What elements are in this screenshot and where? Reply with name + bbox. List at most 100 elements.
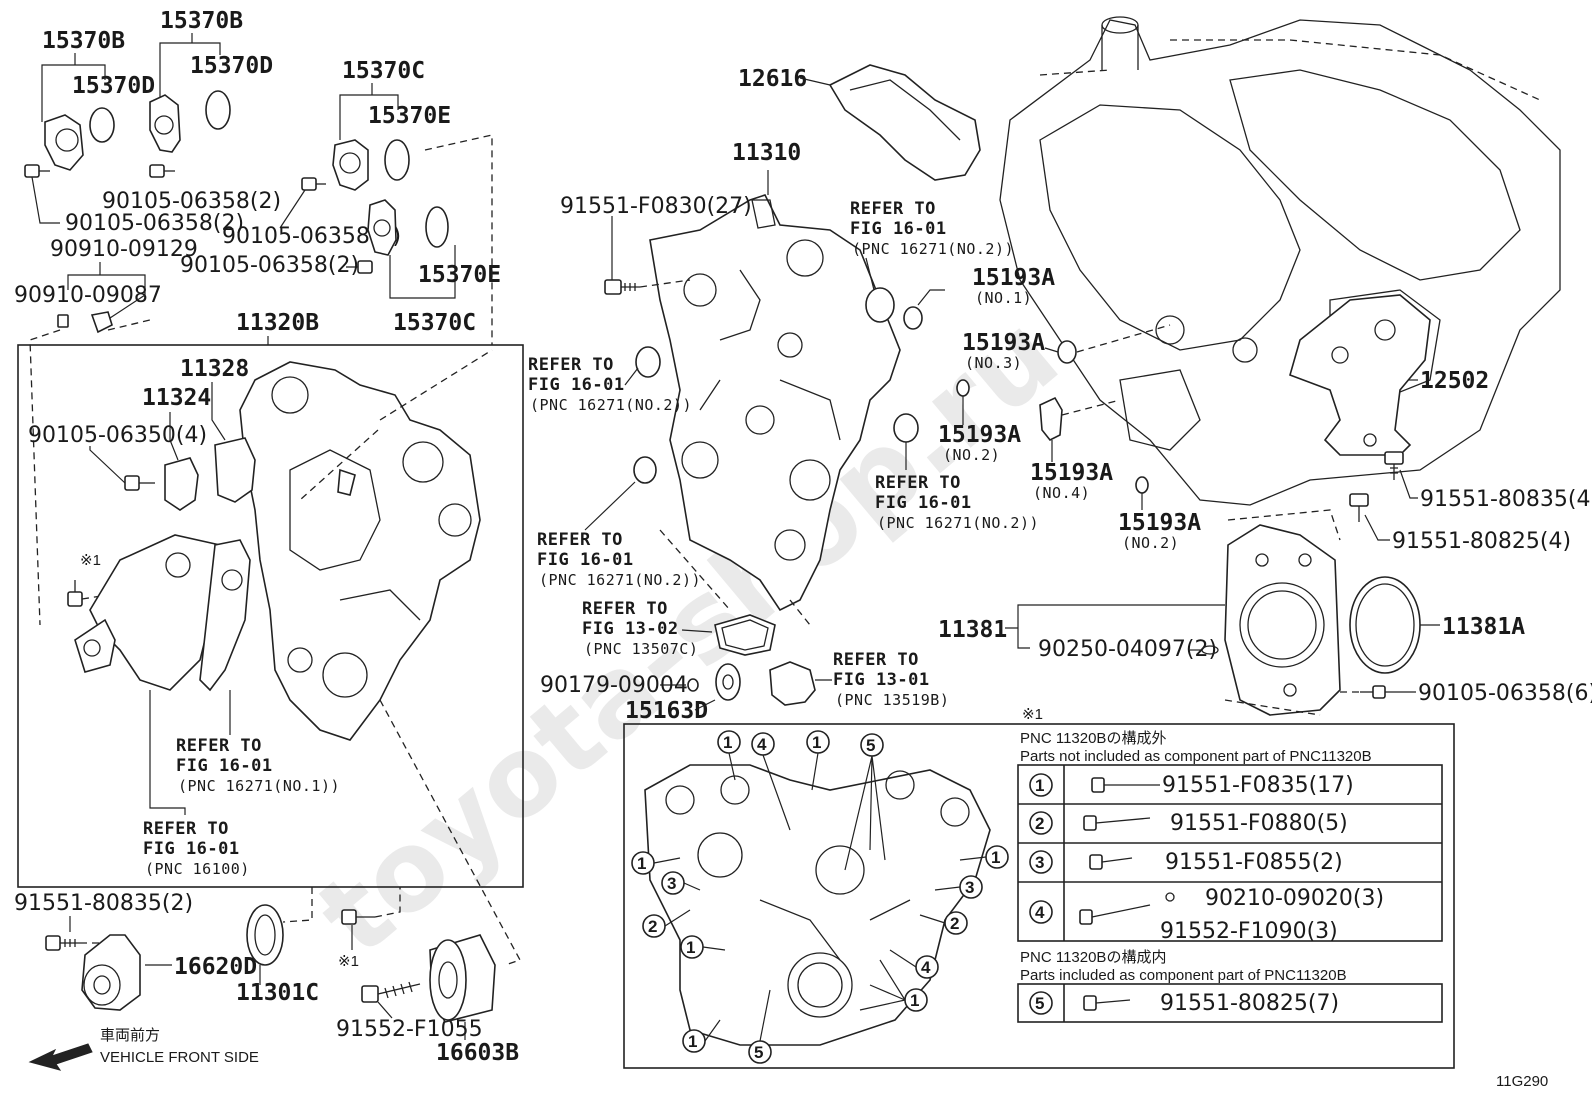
callout-90105-06358-6: 90105-06358(6): [1418, 681, 1592, 706]
svg-text:1: 1: [812, 733, 821, 752]
o-ring-15193A-no2a: [956, 379, 970, 397]
svg-text:FIG 13-02: FIG 13-02: [582, 619, 679, 639]
engine-block-drawing: [999, 16, 1561, 506]
bracket-12502: [1289, 294, 1431, 456]
callout-91551-F0830: 91551-F0830(27): [560, 194, 752, 219]
svg-text:90210-09020(3): 90210-09020(3): [1205, 886, 1384, 911]
inset-excluded-jp: PNC 11320Bの構成外: [1020, 730, 1166, 747]
o-ring-ref-d: [633, 456, 657, 484]
ref-fig-13-02: REFER TO FIG 13-02 (PNC 13507C): [582, 599, 698, 658]
callout-12616: 12616: [738, 66, 807, 92]
svg-text:REFER TO: REFER TO: [833, 650, 919, 670]
seal-retainer-11381: [1224, 524, 1341, 716]
callout-90179-09004: 90179-09004: [540, 673, 688, 698]
inset-row-3: 3 91551-F0855(2): [1029, 850, 1343, 875]
callout-90105-06358-a: 90105-06358(2): [65, 211, 244, 236]
part-13519B: [769, 661, 816, 706]
svg-text:91552-F1090(3): 91552-F1090(3): [1160, 919, 1338, 944]
svg-text:1: 1: [688, 1032, 697, 1051]
callout-91551-80825-4: 91551-80825(4): [1392, 529, 1571, 554]
o-ring-15370D-b: [205, 90, 231, 130]
ref-fig-13-01: REFER TO FIG 13-01 (PNC 13519B): [833, 650, 949, 709]
svg-text:FIG 13-01: FIG 13-01: [833, 670, 930, 690]
svg-text:REFER TO: REFER TO: [875, 473, 961, 493]
svg-text:REFER TO: REFER TO: [850, 199, 936, 219]
svg-text:91551-F0835(17): 91551-F0835(17): [1162, 773, 1354, 798]
callout-15193A-no1: 15193A: [972, 265, 1055, 291]
svg-text:REFER TO: REFER TO: [582, 599, 668, 619]
o-ring-15193A-no3: [1057, 340, 1077, 364]
sensor-90910: [57, 311, 113, 334]
callout-15370C-b: 15370C: [393, 310, 476, 336]
svg-text:91551-F0855(2): 91551-F0855(2): [1165, 850, 1343, 875]
svg-text:91551-80825(7): 91551-80825(7): [1160, 991, 1339, 1016]
bolt-91551-80825-4: [1349, 493, 1369, 522]
o-ring-ref-b: [893, 413, 919, 443]
svg-text:5: 5: [754, 1043, 763, 1062]
bolt-90105-06358-6: [1360, 685, 1386, 699]
svg-text:REFER TO: REFER TO: [176, 736, 262, 756]
o-ring-15193A-no1: [903, 306, 923, 330]
svg-text:REFER TO: REFER TO: [143, 819, 229, 839]
o-ring-ref-c: [635, 346, 661, 378]
inset-table-included: [1017, 983, 1443, 1023]
diagram-code: 11G290: [1496, 1073, 1548, 1090]
bolt-mark1-b: [341, 909, 375, 925]
svg-text:REFER TO: REFER TO: [528, 355, 614, 375]
svg-text:(PNC 16271(NO.2)): (PNC 16271(NO.2)): [852, 240, 1014, 258]
o-ring-15193A-no2b: [1135, 476, 1149, 494]
callout-15193A-no2a: 15193A: [938, 422, 1021, 448]
ref-fig-16-01-d: REFER TO FIG 16-01 (PNC 16271(NO.2)): [537, 530, 701, 589]
inset-included-en: Parts included as component part of PNC1…: [1020, 967, 1347, 984]
inset-included-jp: PNC 11320Bの構成内: [1020, 949, 1166, 966]
svg-text:5: 5: [1035, 994, 1044, 1013]
o-ring-15370E-b: [425, 206, 449, 248]
svg-text:4: 4: [757, 735, 767, 754]
sprocket-15163D: [715, 663, 741, 701]
callout-11381: 11381: [938, 617, 1007, 643]
bolt-90105-06358-d: [346, 260, 373, 274]
callout-90105-06358-d: 90105-06358(2): [180, 253, 359, 278]
cam-sensor-15370B-a: [44, 114, 84, 171]
svg-text:91551-F0880(5): 91551-F0880(5): [1170, 811, 1348, 836]
svg-text:1: 1: [637, 854, 646, 873]
callout-16620D: 16620D: [174, 954, 257, 980]
mark-note-1a: ※1: [80, 552, 101, 569]
callout-90910-09129: 90910-09129: [50, 237, 198, 262]
mark-note-1b: ※1: [338, 953, 359, 970]
callout-11328: 11328: [180, 356, 249, 382]
water-pump: [74, 534, 251, 692]
svg-text:4: 4: [921, 958, 931, 977]
svg-text:FIG 16-01: FIG 16-01: [875, 493, 972, 513]
timing-chain-case-11310: [649, 194, 901, 612]
front-direction-arrow: [28, 1043, 93, 1071]
callout-15370B-b: 15370B: [160, 8, 243, 34]
callout-91551-80835-2: 91551-80835(2): [14, 891, 193, 916]
callout-15370E-b: 15370E: [418, 262, 501, 288]
callout-15370E-a: 15370E: [368, 103, 451, 129]
plug-90179-09004: [687, 678, 699, 692]
svg-text:1: 1: [910, 991, 919, 1010]
bolt-91551-80835-4: [1384, 451, 1404, 480]
timing-cover-11320B: [239, 361, 481, 741]
svg-text:2: 2: [950, 914, 959, 933]
callout-16603B: 16603B: [436, 1040, 519, 1066]
svg-text:(PNC 16271(NO.2)): (PNC 16271(NO.2)): [877, 514, 1039, 532]
svg-text:REFER TO: REFER TO: [537, 530, 623, 550]
bolt-91551-F0830: [604, 279, 640, 295]
svg-text:1: 1: [686, 938, 695, 957]
svg-text:4: 4: [1035, 903, 1045, 922]
mark-note-1c: ※1: [1022, 706, 1043, 723]
callout-15193A-no3: 15193A: [962, 330, 1045, 356]
callout-11324: 11324: [142, 385, 211, 411]
svg-text:FIG 16-01: FIG 16-01: [528, 375, 625, 395]
bolt-90105-06358-b: [149, 164, 175, 178]
callout-15163D: 15163D: [625, 698, 708, 724]
svg-text:1: 1: [1035, 776, 1044, 795]
callout-90250-04097: 90250-04097(2): [1038, 637, 1217, 662]
direction-jp: 車両前方: [100, 1027, 160, 1044]
svg-text:1: 1: [723, 733, 732, 752]
o-ring-15370D-a: [89, 107, 115, 143]
callout-15370C-a: 15370C: [342, 58, 425, 84]
